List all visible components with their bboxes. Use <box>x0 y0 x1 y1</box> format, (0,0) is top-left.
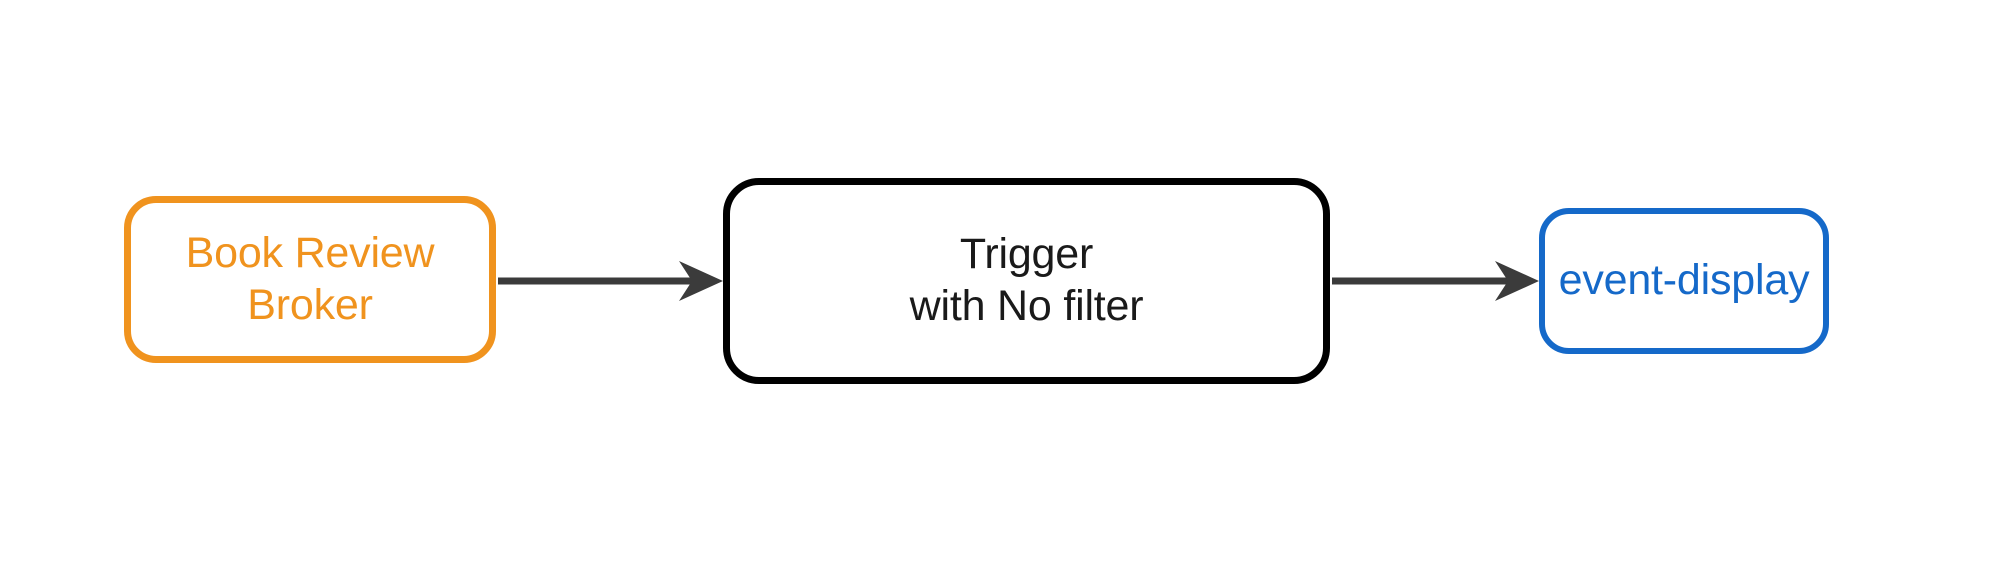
node-book-review-broker: Book Review Broker <box>124 196 496 363</box>
node-trigger-with-no-filter: Trigger with No filter <box>723 178 1330 384</box>
edge-broker-to-trigger <box>498 261 723 301</box>
arrowhead-icon <box>679 261 723 301</box>
node-event-display: event-display <box>1539 208 1829 354</box>
node-book-review-broker-label: Book Review Broker <box>185 228 435 329</box>
node-event-display-label: event-display <box>1558 256 1810 305</box>
node-trigger-label: Trigger with No filter <box>909 230 1144 330</box>
arrowhead-icon <box>1495 261 1539 301</box>
edge-trigger-to-event-display <box>1332 261 1539 301</box>
